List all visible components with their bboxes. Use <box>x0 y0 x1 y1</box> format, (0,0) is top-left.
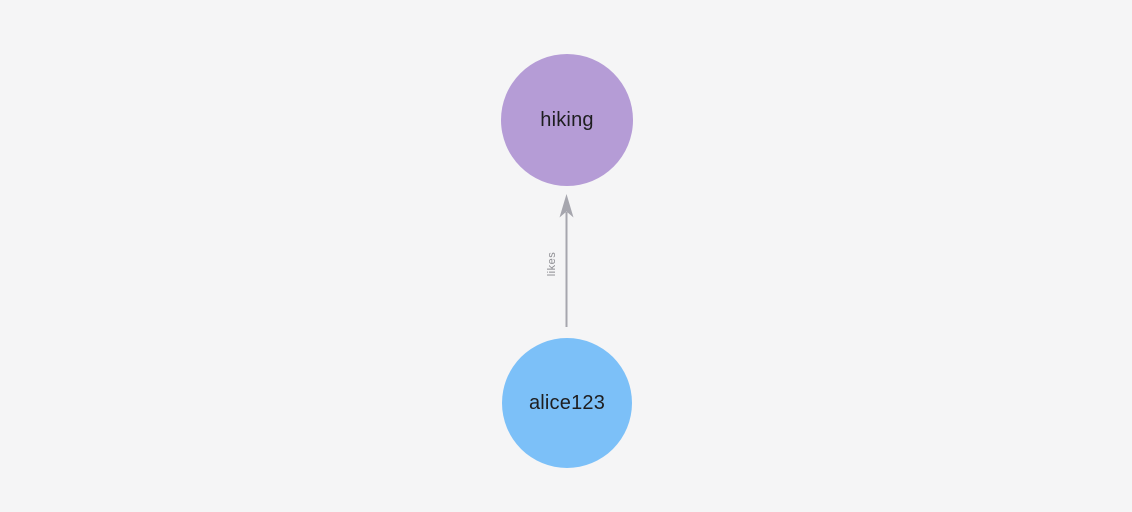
edge-label-likes: likes <box>546 251 558 277</box>
edge-alice123-likes-hiking[interactable] <box>559 194 574 327</box>
edge-arrowhead-icon <box>559 194 574 218</box>
node-hiking[interactable]: hiking <box>501 54 633 186</box>
node-alice123-label: alice123 <box>528 391 606 414</box>
node-hiking-label: hiking <box>540 108 594 131</box>
node-alice123[interactable]: alice123 <box>502 338 632 468</box>
